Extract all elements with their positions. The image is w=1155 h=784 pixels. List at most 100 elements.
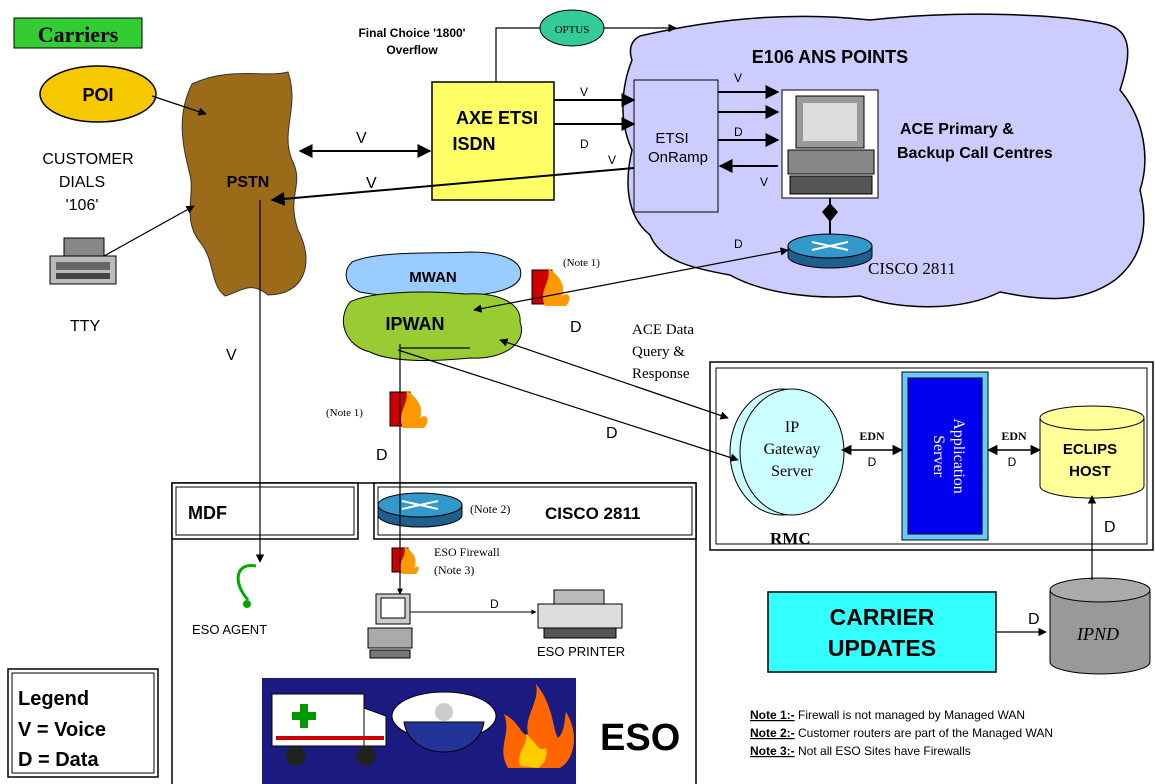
eso-computer-icon: [367, 593, 413, 659]
pstn-label: PSTN: [227, 174, 270, 191]
edn-left-d: D: [868, 455, 877, 469]
legend-title: Legend: [18, 688, 89, 710]
lbl-v-1: V: [356, 130, 367, 147]
link-poi-pstn: [151, 95, 207, 116]
ambulance-icon: [271, 693, 387, 766]
lbl-d-9: D: [1028, 611, 1040, 628]
carrier-updates-line1: CARRIER: [830, 604, 935, 630]
cisco-top-label: CISCO 2811: [868, 259, 956, 278]
link-tty-pstn: [103, 205, 195, 257]
lbl-d-3: D: [734, 237, 743, 251]
ace-line1: ACE Primary &: [900, 121, 1014, 138]
carrier-updates-line2: UPDATES: [828, 635, 936, 661]
note1-a-label: (Note 1): [563, 257, 600, 269]
edn-right-d: D: [1008, 455, 1017, 469]
firewall-icon-mwan: [531, 268, 570, 306]
ipwan-label: IPWAN: [385, 314, 444, 334]
note-line-3: Note 3:- Not all ESO Sites have Firewall…: [750, 744, 971, 758]
rmc-box-inner: [715, 367, 1148, 545]
lbl-d-1: D: [580, 137, 589, 151]
etsi-line1: ETSI: [655, 130, 688, 147]
lbl-v-2: V: [366, 175, 377, 192]
ace-computer-icon: [781, 89, 879, 199]
tty-icon: [49, 237, 117, 285]
firewall-icon-ipwan: [389, 390, 428, 428]
lbl-v-7: V: [226, 347, 237, 364]
note1-b-label: (Note 1): [326, 407, 363, 419]
edn-right-label: EDN: [1001, 429, 1027, 443]
link-axe-optus: [495, 27, 540, 82]
eso-agent-label: ESO AGENT: [192, 622, 267, 637]
legend-box: [7, 668, 159, 778]
police-cap-icon: [391, 691, 497, 753]
app-server-box: [907, 377, 983, 535]
app-server-line1: Application: [950, 418, 967, 494]
ace-data-line1: ACE Data: [632, 322, 694, 338]
eclips-line2: HOST: [1069, 463, 1111, 480]
link-ipwan-cisco-top: [473, 247, 789, 313]
mdf-box: [171, 482, 359, 540]
eso-cisco-label: CISCO 2811: [545, 504, 640, 523]
note2-label: (Note 2): [470, 502, 510, 516]
gateway-line2: Gateway: [764, 441, 821, 458]
mdf-label: MDF: [188, 503, 227, 523]
gateway-line3: Server: [771, 463, 813, 480]
lbl-v-5: V: [734, 71, 742, 85]
customer-line3: '106': [66, 197, 99, 214]
e106-cloud: [622, 13, 1146, 308]
poi-label: POI: [82, 85, 113, 105]
lbl-d-5: D: [606, 425, 618, 442]
carrier-updates-box: [767, 591, 997, 673]
axe-line1: AXE ETSI: [456, 108, 538, 128]
carriers-label: Carriers: [38, 22, 119, 47]
app-server-line2: Server: [930, 435, 947, 477]
final-choice-line2: Overflow: [386, 43, 438, 57]
connections: [103, 23, 1097, 637]
gateway-line1: IP: [785, 419, 799, 436]
pstn-blob: [181, 71, 307, 297]
eclips-host-cylinder: [1039, 405, 1145, 499]
ipnd-cylinder: [1049, 577, 1151, 675]
eso-label: ESO: [600, 717, 680, 759]
legend-data: D = Data: [18, 749, 99, 771]
lbl-d-7: D: [490, 597, 499, 611]
link-etsi-pstn: [270, 167, 635, 206]
ace-data-line2: Query &: [632, 344, 685, 360]
e106-title: E106 ANS POINTS: [752, 47, 908, 67]
legend-voice: V = Voice: [18, 719, 106, 741]
axe-line2: ISDN: [452, 134, 495, 154]
fire-icon: [503, 684, 574, 768]
ace-line2: Backup Call Centres: [897, 145, 1053, 162]
eclips-line1: ECLIPS: [1063, 441, 1117, 458]
customer-line2: DIALS: [59, 174, 105, 191]
note-line-2: Note 2:- Customer routers are part of th…: [750, 726, 1053, 740]
eso-printer-label: ESO PRINTER: [537, 644, 625, 659]
etsi-box: [633, 79, 719, 213]
note-line-1: Note 1:- Firewall is not managed by Mana…: [750, 708, 1025, 722]
edn-left-label: EDN: [859, 429, 885, 443]
tty-label: TTY: [70, 318, 101, 335]
eso-printer-icon: [537, 589, 623, 639]
link-ipwan-gateway-2: [397, 349, 739, 462]
rmc-label: RMC: [770, 529, 811, 548]
lbl-d-2: D: [734, 125, 743, 139]
lbl-v-3: V: [580, 85, 588, 99]
lbl-d-4: D: [570, 319, 582, 336]
carriers-box: [13, 17, 143, 49]
headset-icon: [236, 564, 257, 608]
poi-ellipse: [39, 65, 157, 123]
lbl-d-8: D: [1104, 519, 1116, 536]
etsi-line2: OnRamp: [648, 149, 708, 166]
link-ipwan-gateway: [499, 338, 729, 420]
cisco-router-eso-icon: [377, 492, 463, 528]
customer-line1: CUSTOMER: [42, 151, 133, 168]
final-choice-line1: Final Choice '1800': [358, 26, 465, 40]
lbl-v-4: V: [608, 153, 616, 167]
rmc-box-outer: [709, 361, 1154, 551]
eso-firewall-line2: (Note 3): [434, 563, 474, 577]
lbl-v-6: V: [760, 175, 768, 189]
lbl-d-6: D: [376, 447, 388, 464]
cisco-router-top-icon: [787, 233, 873, 269]
